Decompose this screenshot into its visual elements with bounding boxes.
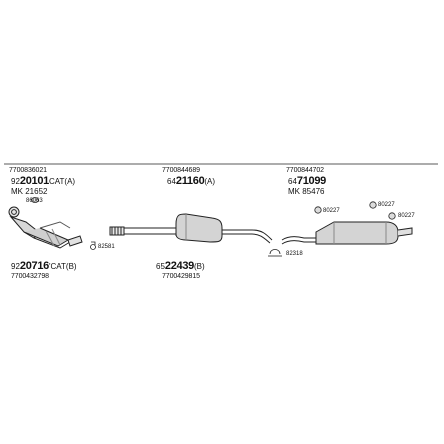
catalyst-ref-top: 7700836021 xyxy=(9,167,47,174)
center-pipe-part-number: 6522439(B) xyxy=(156,260,205,272)
hanger-drawings xyxy=(314,201,396,220)
clamp-82581-label: 82581 xyxy=(98,244,115,250)
catalytic-converter-drawing xyxy=(8,206,83,249)
catalyst-alt-number: MK 21652 xyxy=(11,187,48,196)
catalyst-ref-bottom: 7700432798 xyxy=(11,273,49,280)
rear-silencer-drawing xyxy=(281,221,413,245)
center-pipe-ref: 7700429815 xyxy=(162,273,200,280)
front-pipe-drawing xyxy=(109,226,177,236)
hanger-c-label: 80227 xyxy=(398,213,415,219)
hanger-b-label: 80227 xyxy=(378,202,395,208)
rear-silencer-part-number: 6471099 xyxy=(288,175,326,187)
front-pipe-ref: 7700844689 xyxy=(162,167,200,174)
clamp-82318-drawing xyxy=(268,249,282,257)
catalyst-part-number-bottom: 9220716'CAT(B) xyxy=(11,260,77,272)
clamp-82318-label: 82318 xyxy=(286,251,303,257)
front-pipe-part-number: 6421160(A) xyxy=(167,175,216,187)
clamp-82581-drawing xyxy=(90,241,96,250)
gasket-86063-drawing xyxy=(31,197,39,203)
middle-silencer-drawing xyxy=(175,213,273,244)
rear-silencer-alt-number: MK 85476 xyxy=(288,187,325,196)
catalyst-part-number-top: 9220101CAT(A) xyxy=(11,175,76,187)
gasket-86063-label: 86063 xyxy=(26,198,43,204)
hanger-a-label: 80227 xyxy=(323,208,340,214)
rear-silencer-ref: 7700844702 xyxy=(286,167,324,174)
